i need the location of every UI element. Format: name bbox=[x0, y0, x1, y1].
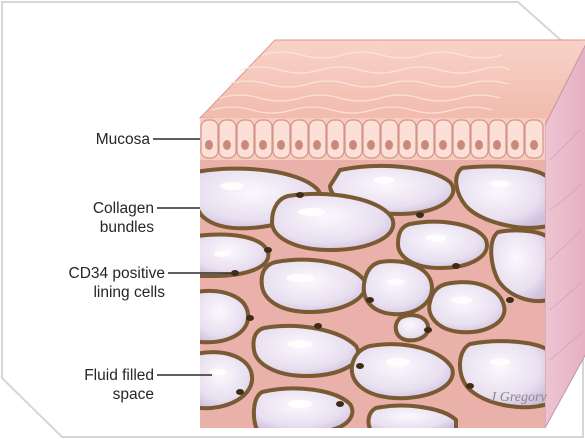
mucosa-cell-layer bbox=[200, 118, 545, 160]
fluid-label-line2: space bbox=[84, 385, 154, 404]
collagen-label-line2: bundles bbox=[93, 218, 154, 237]
artist-signature: J Gregory bbox=[490, 390, 547, 406]
collagen-label-line1: Collagen bbox=[93, 199, 154, 218]
collagen-bundles-label: Collagen bundles bbox=[93, 199, 154, 237]
cd34-label: CD34 positive lining cells bbox=[69, 264, 166, 302]
fluid-filled-space-label: Fluid filled space bbox=[84, 366, 154, 404]
fluid-label-line1: Fluid filled bbox=[84, 366, 154, 385]
cd34-label-line1: CD34 positive bbox=[69, 264, 166, 283]
mucosa-label-text: Mucosa bbox=[96, 130, 150, 149]
cd34-label-line2: lining cells bbox=[69, 283, 166, 302]
mucosa-label: Mucosa bbox=[96, 130, 150, 149]
